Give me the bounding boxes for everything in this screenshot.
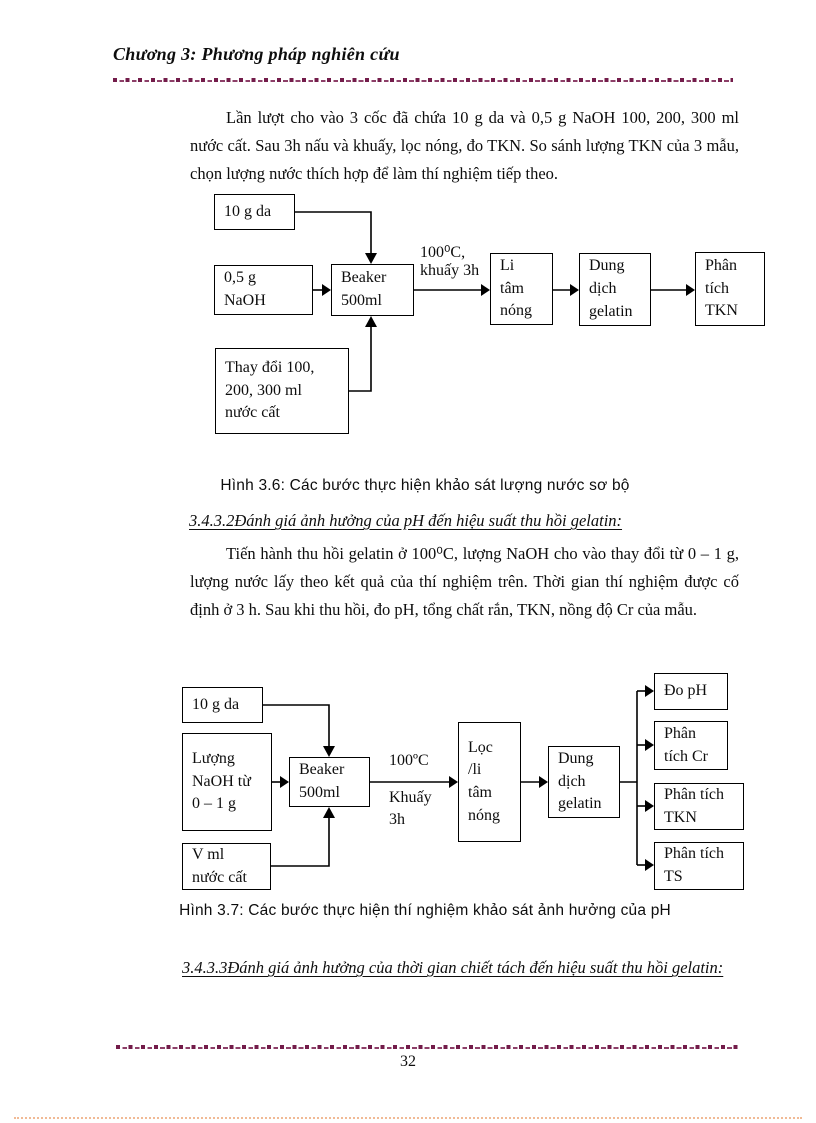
flow-box-10g-da: 10 g da xyxy=(182,687,263,723)
decorative-divider-bottom xyxy=(116,1045,738,1050)
connector-water-to-beaker xyxy=(271,807,335,867)
flow-box-tkn-analysis: Phân tích TKN xyxy=(654,783,744,830)
flow-box-beaker: Beaker 500ml xyxy=(289,757,370,807)
section-number: 3.4.3.2 xyxy=(189,511,235,530)
connector-naoh-to-beaker xyxy=(272,776,289,788)
connector-beaker-to-filter xyxy=(370,776,458,788)
flow-box-cr-analysis: Phân tích Cr xyxy=(654,721,728,770)
flow-box-tkn-analysis: Phân tích TKN xyxy=(695,252,765,326)
flow-box-ts-analysis: Phân tích TS xyxy=(654,842,744,890)
section-heading-3-4-3-2: 3.4.3.2Đánh giá ảnh hưởng của pH đến hiệ… xyxy=(189,510,622,531)
flow-box-hot-centrifuge: Li tâm nóng xyxy=(490,253,553,325)
section-heading-3-4-3-3: 3.4.3.3Đánh giá ảnh hưởng của thời gian … xyxy=(182,957,780,978)
figure-3-6-connectors xyxy=(295,211,695,392)
method-paragraph: Tiến hành thu hồi gelatin ở 100⁰C, lượng… xyxy=(190,544,739,619)
figure-3-7-flowchart: 10 g da Lượng NaOH từ 0 – 1 g Beaker 500… xyxy=(0,670,816,905)
intro-paragraph: Lần lượt cho vào 3 cốc đã chứa 10 g da v… xyxy=(190,108,739,183)
connector-water-to-beaker xyxy=(349,316,377,392)
chapter-header: Chương 3: Phương pháp nghiên cứu xyxy=(113,44,400,64)
connector-da-to-beaker xyxy=(295,211,377,264)
flow-arrow-label-temp-stir: 100⁰C, khuấy 3h xyxy=(420,244,480,279)
decorative-divider-top xyxy=(113,78,733,83)
connector-gelatin-to-tkn xyxy=(651,284,695,296)
page-number: 32 xyxy=(400,1053,416,1070)
figure-3-7-caption: Hình 3.7: Các bước thực hiện thí nghiệm … xyxy=(179,902,671,919)
flow-box-measure-ph: Đo pH xyxy=(654,673,728,710)
flow-box-naoh: 0,5 g NaOH xyxy=(214,265,313,315)
connector-filter-to-gelatin xyxy=(521,776,548,788)
connector-branch-cr xyxy=(637,739,654,751)
connector-branch-tkn xyxy=(637,800,654,812)
flow-box-beaker: Beaker 500ml xyxy=(331,264,414,316)
page-edge-dotted-line xyxy=(14,1117,802,1119)
connector-centrifuge-to-gelatin xyxy=(553,284,579,296)
flow-box-naoh-range: Lượng NaOH từ 0 – 1 g xyxy=(182,733,272,831)
flow-box-water-volume: V ml nước cất xyxy=(182,843,271,890)
flow-box-filter-centrifuge: Lọc /li tâm nóng xyxy=(458,722,521,842)
connector-da-to-beaker xyxy=(263,704,335,757)
connector-naoh-to-beaker xyxy=(313,284,331,296)
figure-3-7-connectors xyxy=(263,685,654,871)
section-title: Đánh giá ảnh hưởng của pH đến hiệu suất … xyxy=(234,511,623,530)
flow-box-water-variation: Thay đổi 100, 200, 300 ml nước cất xyxy=(215,348,349,434)
flow-box-10g-da: 10 g da xyxy=(214,194,295,230)
figure-3-6-caption: Hình 3.6: Các bước thực hiện khảo sát lư… xyxy=(220,477,630,494)
connector-gelatin-to-branches xyxy=(620,691,638,865)
flow-arrow-label-temp: 100ºC xyxy=(389,752,429,769)
flow-box-gelatin-solution: Dung dịch gelatin xyxy=(579,253,651,326)
connector-branch-ph xyxy=(637,685,654,697)
flow-arrow-label-stir: Khuấy 3h xyxy=(389,789,432,828)
section-title: Đánh giá ảnh hưởng của thời gian chiết t… xyxy=(227,958,724,977)
connector-branch-ts xyxy=(637,859,654,871)
section-number: 3.4.3.3 xyxy=(182,958,228,977)
connector-beaker-to-centrifuge xyxy=(414,284,490,296)
flow-box-gelatin-solution: Dung dịch gelatin xyxy=(548,746,620,818)
figure-3-6-flowchart: 10 g da 0,5 g NaOH Beaker 500ml Thay đổi… xyxy=(0,190,816,440)
